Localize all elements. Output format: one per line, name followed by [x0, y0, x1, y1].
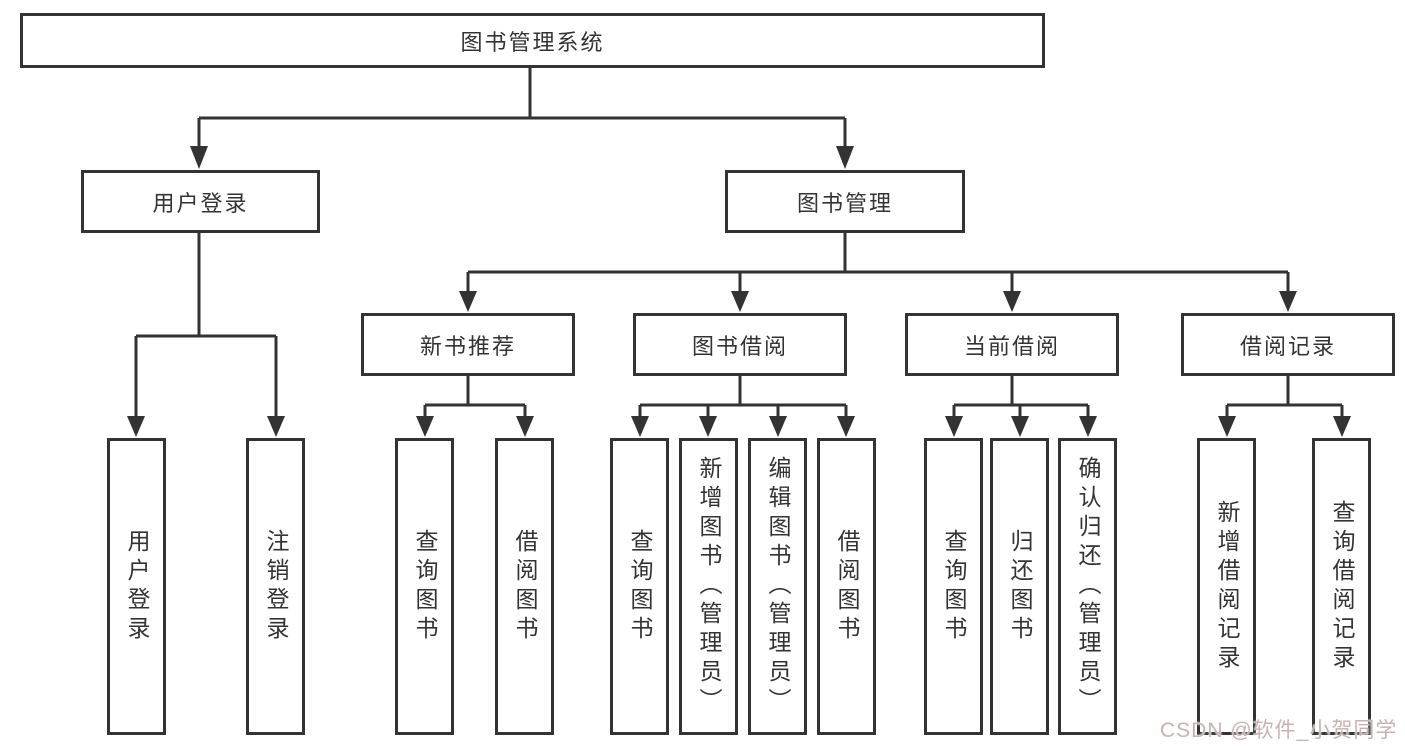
leaf-logout: 注销登录: [246, 438, 305, 735]
leaf-label: 借阅图书: [512, 528, 538, 645]
leaf-confirm-return-admin: 确认归还（管理员）: [1058, 438, 1117, 735]
leaf-query-borrow-record: 查询借阅记录: [1312, 438, 1371, 735]
leaf-current-query-book: 查询图书: [924, 438, 983, 735]
leaf-label: 查询图书: [627, 528, 653, 645]
csdn-watermark: CSDN @软件_小贺同学: [1160, 719, 1398, 742]
leaf-label: 编辑图书（管理员）: [765, 456, 791, 717]
leaf-return-book: 归还图书: [990, 438, 1049, 735]
leaf-borrow-book: 借阅图书: [817, 438, 876, 735]
leaf-add-borrow-record: 新增借阅记录: [1197, 438, 1256, 735]
leaf-add-book-admin: 新增图书（管理员）: [679, 438, 738, 735]
leaf-label: 注销登录: [263, 528, 289, 645]
leaf-user-login: 用户登录: [107, 438, 166, 735]
leaf-borrow-query-book: 查询图书: [610, 438, 669, 735]
node-book-management: 图书管理: [725, 170, 965, 233]
leaf-label: 借阅图书: [834, 528, 860, 645]
node-book-borrow: 图书借阅: [633, 313, 847, 376]
leaf-label: 查询借阅记录: [1329, 499, 1355, 674]
leaf-label: 查询图书: [412, 528, 438, 645]
leaf-recommend-query-book: 查询图书: [395, 438, 454, 735]
leaf-label: 新增借阅记录: [1214, 499, 1240, 674]
leaf-label: 查询图书: [941, 528, 967, 645]
leaf-edit-book-admin: 编辑图书（管理员）: [748, 438, 807, 735]
leaf-label: 确认归还（管理员）: [1075, 456, 1101, 717]
node-current-borrow: 当前借阅: [905, 313, 1119, 376]
node-user-login: 用户登录: [81, 170, 320, 233]
leaf-label: 归还图书: [1007, 528, 1033, 645]
node-new-book-recommend: 新书推荐: [361, 313, 575, 376]
node-root-system: 图书管理系统: [20, 13, 1045, 68]
leaf-label: 用户登录: [124, 528, 150, 645]
leaf-label: 新增图书（管理员）: [696, 456, 722, 717]
leaf-recommend-borrow-book: 借阅图书: [495, 438, 554, 735]
node-borrow-record: 借阅记录: [1181, 313, 1395, 376]
